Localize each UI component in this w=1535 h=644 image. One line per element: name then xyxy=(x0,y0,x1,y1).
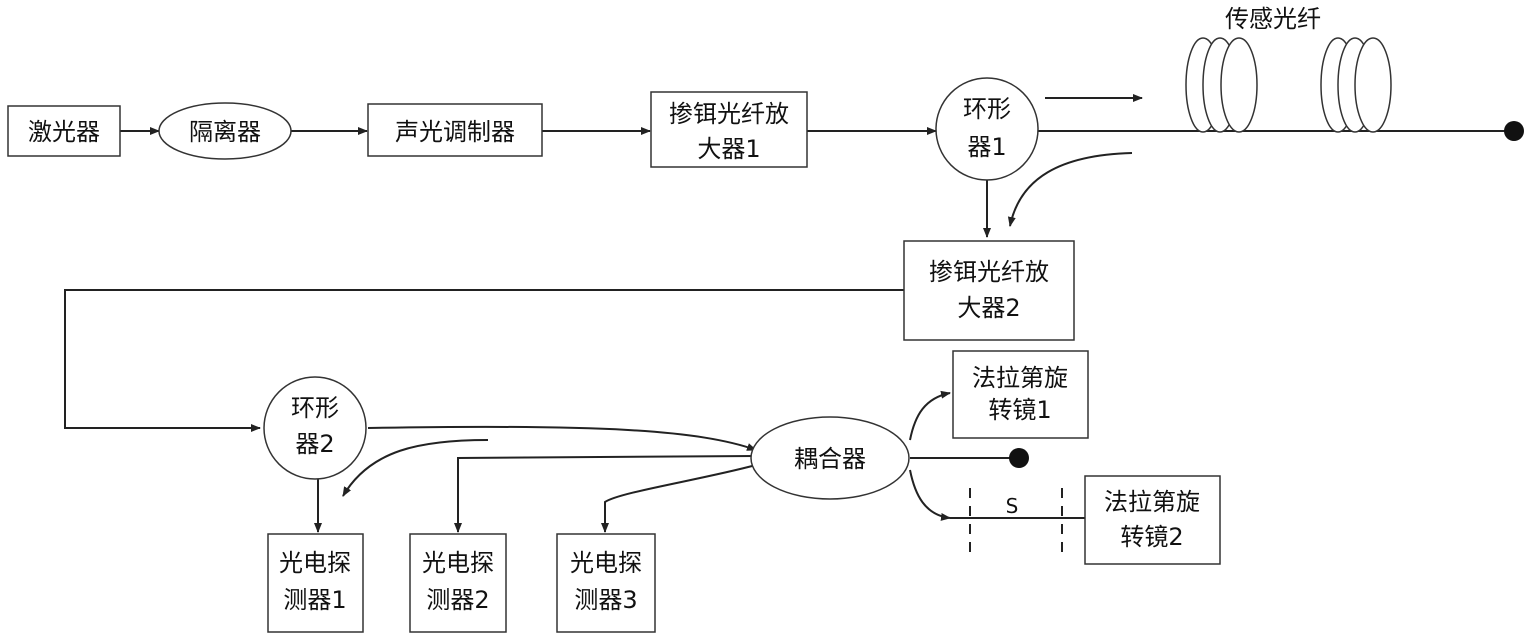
isolator-label: 隔离器 xyxy=(189,118,261,146)
pd1-label-line2: 测器1 xyxy=(283,586,346,614)
fiber-end-dot xyxy=(1504,121,1524,141)
edfa2-label-line1: 掺铒光纤放 xyxy=(929,258,1049,286)
aom-box: 声光调制器 xyxy=(367,103,543,157)
faraday-mirror1-box: 法拉第旋 转镜1 xyxy=(952,350,1089,439)
pd2-label-line1: 光电探 xyxy=(422,549,494,577)
photodetector2-box: 光电探 测器2 xyxy=(409,533,507,633)
aom-label: 声光调制器 xyxy=(395,118,515,146)
pd1-label-line1: 光电探 xyxy=(279,549,351,577)
circulator1-circle: 环形 器1 xyxy=(935,77,1039,181)
delay-label: S xyxy=(1006,494,1019,518)
sensing-fiber-label: 传感光纤 xyxy=(1225,5,1321,33)
faraday2-label-line1: 法拉第旋 xyxy=(1104,488,1200,516)
faraday2-label-line2: 转镜2 xyxy=(1120,523,1183,551)
photodetector3-box: 光电探 测器3 xyxy=(556,533,656,633)
pd2-label-line2: 测器2 xyxy=(426,586,489,614)
connection-lines xyxy=(64,94,1510,533)
pd3-label-line2: 测器3 xyxy=(574,586,637,614)
edfa2-box: 掺铒光纤放 大器2 xyxy=(903,240,1075,341)
coupler-end-dot xyxy=(1009,448,1029,468)
edfa1-label-line1: 掺铒光纤放 xyxy=(669,100,789,128)
fiber-coil-1 xyxy=(1185,37,1258,133)
edfa1-box: 掺铒光纤放 大器1 xyxy=(650,91,808,168)
pd3-label-line1: 光电探 xyxy=(570,549,642,577)
laser-box: 激光器 xyxy=(7,105,121,157)
photodetector1-box: 光电探 测器1 xyxy=(267,533,364,633)
edfa2-label-line2: 大器2 xyxy=(957,294,1020,322)
laser-label: 激光器 xyxy=(28,118,100,146)
coupler-ellipse: 耦合器 xyxy=(750,416,910,500)
faraday-mirror2-box: 法拉第旋 转镜2 xyxy=(1084,475,1221,565)
circulator2-circle: 环形 器2 xyxy=(263,376,367,480)
circulator1-label-line2: 器1 xyxy=(967,133,1006,161)
circulator2-label-line2: 器2 xyxy=(295,430,334,458)
coupler-label: 耦合器 xyxy=(794,445,866,473)
fiber-coil-2 xyxy=(1320,37,1392,133)
faraday1-label-line1: 法拉第旋 xyxy=(972,364,1068,392)
circulator2-label-line1: 环形 xyxy=(291,394,339,422)
circulator1-label-line1: 环形 xyxy=(963,95,1011,123)
isolator-ellipse: 隔离器 xyxy=(158,102,292,160)
faraday1-label-line2: 转镜1 xyxy=(988,396,1051,424)
edfa1-label-line2: 大器1 xyxy=(697,135,760,163)
